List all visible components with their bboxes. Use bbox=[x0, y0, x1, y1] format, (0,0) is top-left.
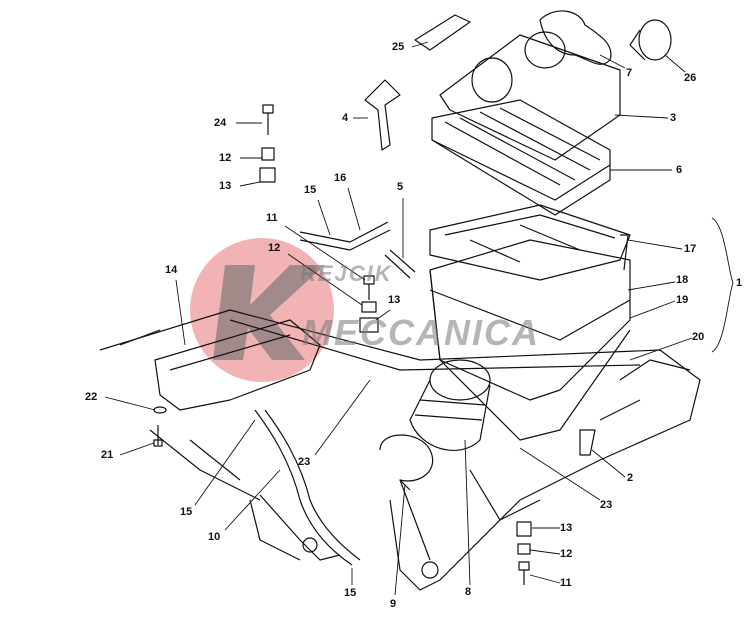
callout-8: 8 bbox=[465, 586, 472, 598]
callout-11: 11 bbox=[266, 212, 278, 224]
callout-10: 10 bbox=[208, 531, 221, 543]
callout-24: 24 bbox=[214, 117, 227, 129]
bracket-drawing bbox=[364, 79, 401, 151]
callout-23: 23 bbox=[600, 499, 613, 511]
fasteners-drawing bbox=[153, 104, 629, 585]
callout-13: 13 bbox=[560, 522, 573, 534]
callout-19: 19 bbox=[676, 294, 689, 306]
callout-15: 15 bbox=[180, 506, 193, 518]
callout-15: 15 bbox=[304, 184, 317, 196]
frame-drawing bbox=[99, 309, 701, 591]
callout-21: 21 bbox=[101, 449, 114, 461]
callout-18: 18 bbox=[676, 274, 689, 286]
callout-12: 12 bbox=[219, 152, 232, 164]
callout-7: 7 bbox=[626, 67, 633, 79]
airbox-base-drawing bbox=[429, 204, 631, 441]
air-filter-drawing bbox=[431, 99, 611, 216]
intake-duct-drawing bbox=[539, 10, 612, 65]
hose-clamp-drawing bbox=[379, 434, 434, 491]
callout-16: 16 bbox=[334, 172, 347, 184]
callout-14: 14 bbox=[165, 264, 178, 276]
leader-lines bbox=[104, 41, 734, 596]
callout-12: 12 bbox=[268, 242, 281, 254]
callout-17: 17 bbox=[684, 243, 697, 255]
callout-5: 5 bbox=[397, 181, 404, 193]
callout-11: 11 bbox=[560, 577, 572, 589]
intake-snorkel-drawing bbox=[154, 319, 321, 411]
callout-22: 22 bbox=[85, 391, 98, 403]
callout-12: 12 bbox=[560, 548, 573, 560]
pin-drawing bbox=[384, 249, 416, 279]
rubber-boot-drawing bbox=[409, 359, 491, 451]
callout-26: 26 bbox=[684, 72, 697, 84]
callout-2: 2 bbox=[627, 472, 634, 484]
callout-15: 15 bbox=[344, 587, 357, 599]
callout-23: 23 bbox=[298, 456, 311, 468]
callout-6: 6 bbox=[676, 164, 683, 176]
callout-20: 20 bbox=[692, 331, 705, 343]
callout-13: 13 bbox=[219, 180, 232, 192]
watermark-k-shape bbox=[213, 265, 325, 360]
breather-hose-drawing bbox=[299, 221, 391, 251]
callout-25: 25 bbox=[392, 41, 405, 53]
gasket-drawing bbox=[414, 14, 471, 51]
drain-hose-drawing bbox=[254, 409, 361, 566]
rubber-cap-drawing bbox=[629, 19, 672, 61]
callout-9: 9 bbox=[390, 598, 397, 610]
watermark-line-1: REJCIK bbox=[300, 261, 393, 286]
callout-13: 13 bbox=[388, 294, 401, 306]
callout-4: 4 bbox=[342, 112, 349, 124]
watermark-line-2: MECCANICA bbox=[302, 312, 540, 353]
callout-3: 3 bbox=[670, 112, 677, 124]
callout-1: 1 bbox=[736, 277, 743, 289]
